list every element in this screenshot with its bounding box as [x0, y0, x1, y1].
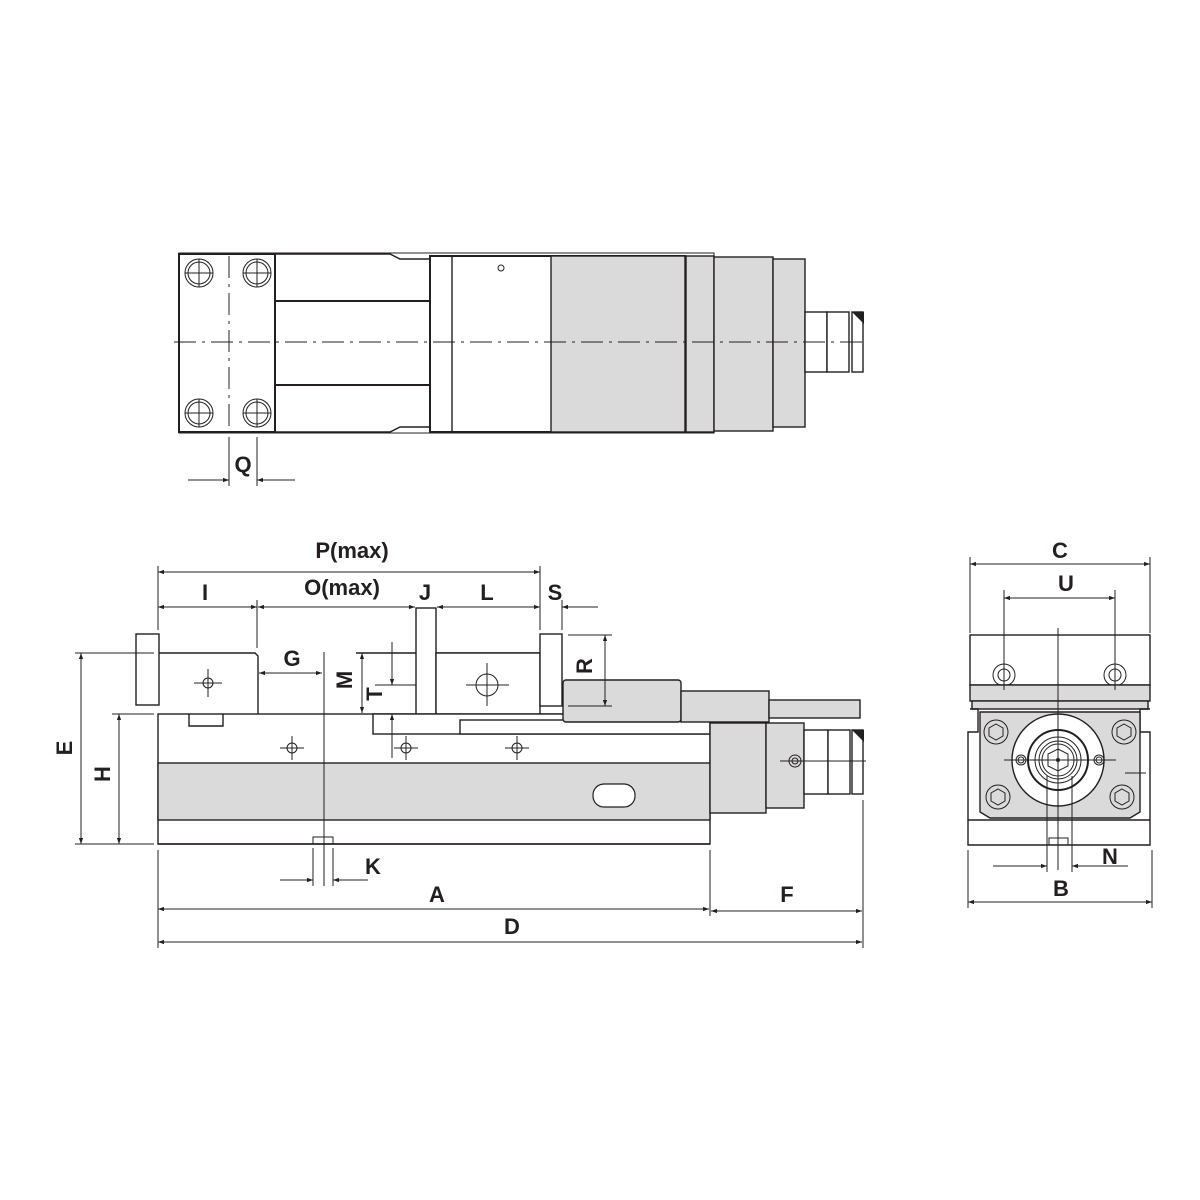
hex-bolt-icon: [983, 719, 1009, 745]
label-c: C: [1052, 538, 1068, 563]
crosshair-icon: [505, 736, 529, 760]
label-t: T: [362, 687, 387, 701]
crosshair-icon: [194, 669, 222, 697]
fixed-jaw-block: [178, 253, 276, 433]
label-o-max: O(max): [304, 575, 380, 600]
label-n: N: [1102, 844, 1118, 869]
hex-bolt-icon: [1109, 784, 1135, 810]
label-u: U: [1058, 571, 1074, 596]
label-l: L: [480, 580, 493, 605]
label-a: A: [429, 882, 445, 907]
end-view: C U N B: [967, 538, 1153, 908]
crosshair-icon: [394, 736, 418, 760]
side-view: P(max) I O(max) J L S G M T R: [52, 538, 866, 948]
label-d: D: [504, 914, 520, 939]
label-g: G: [283, 646, 300, 671]
label-s: S: [548, 580, 563, 605]
hex-bolt-icon: [985, 784, 1011, 810]
label-b: B: [1053, 876, 1069, 901]
label-h: H: [90, 766, 115, 782]
top-view: Q: [174, 252, 868, 486]
label-i: I: [202, 580, 208, 605]
label-f: F: [780, 882, 793, 907]
crosshair-icon: [280, 736, 304, 760]
bolt-hole-icon: [242, 258, 272, 288]
crosshair-icon: [466, 663, 509, 706]
bolt-hole-icon: [242, 398, 272, 428]
label-j: J: [419, 580, 431, 605]
bolt-hole-icon: [184, 398, 214, 428]
label-e: E: [52, 741, 77, 756]
label-k: K: [365, 854, 381, 879]
label-p-max: P(max): [315, 538, 388, 563]
bolt-hole-icon: [184, 258, 214, 288]
label-q: Q: [234, 452, 251, 477]
hex-bolt-icon: [1111, 719, 1137, 745]
label-r: R: [572, 658, 597, 674]
label-m: M: [332, 671, 357, 689]
